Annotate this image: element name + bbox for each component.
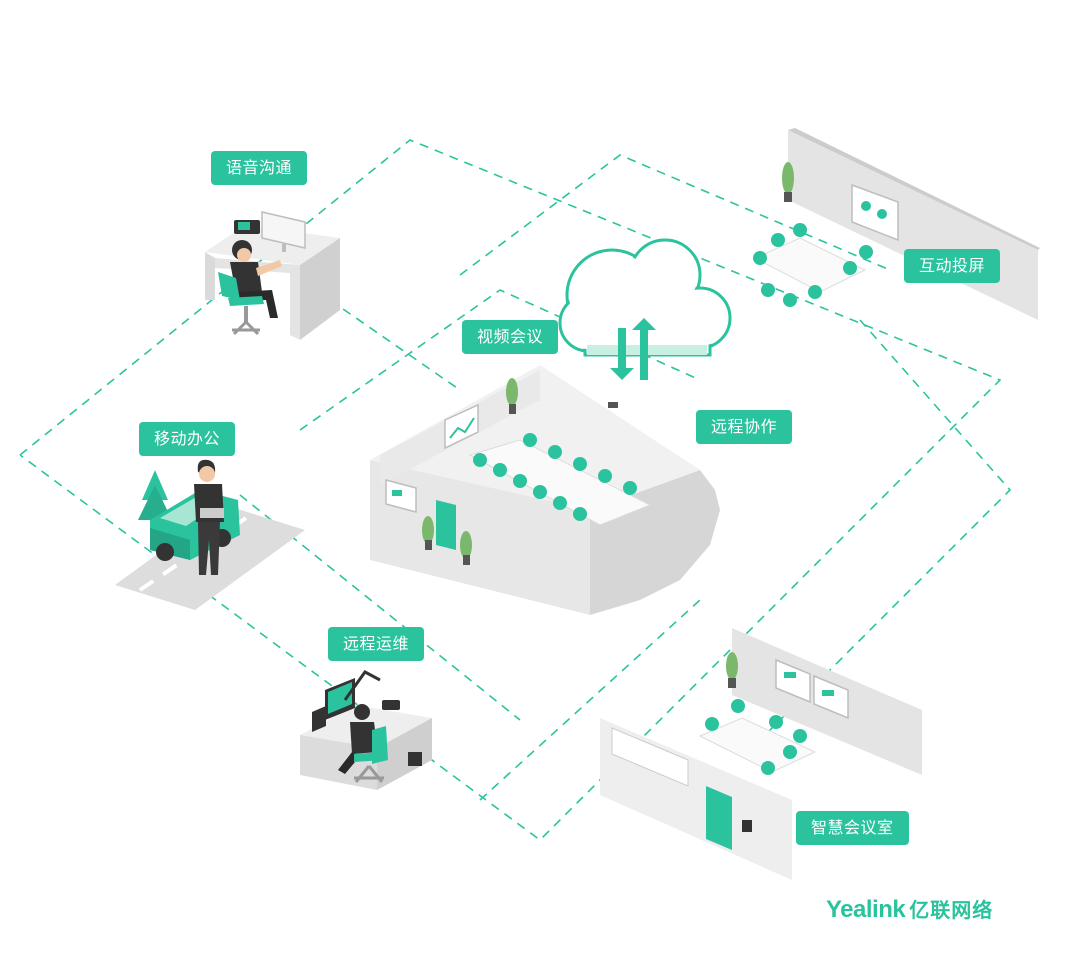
door-icon — [436, 500, 456, 550]
wall-monitor-icon — [385, 479, 417, 513]
office-chair-icon — [354, 726, 388, 783]
network-path-mobile — [239, 494, 521, 721]
mobile-office-scene — [115, 459, 305, 610]
plant-icon — [422, 378, 518, 565]
label-screen: 互动投屏 — [904, 249, 1001, 283]
meeting-attendees — [473, 433, 637, 521]
logo-text-en: Yealink — [826, 896, 906, 923]
monitor-icon — [325, 678, 355, 720]
voice-desk-scene — [205, 211, 340, 340]
interactive-screen-room — [753, 128, 1040, 320]
network-path-inner-top — [459, 154, 891, 276]
office-chair-icon — [218, 272, 264, 336]
cloud-group — [558, 238, 732, 380]
desk-phone-icon — [234, 220, 260, 234]
remote-ops-scene — [300, 670, 432, 790]
label-remote-ops: 远程运维 — [328, 627, 425, 661]
desk-phone-icon — [382, 700, 400, 710]
sync-arrows-icon — [610, 318, 656, 380]
plant-icon — [782, 162, 794, 202]
network-path-inner-right — [759, 319, 1012, 741]
presentation-screen-icon — [444, 403, 479, 450]
network-path-inner-bottom — [479, 599, 701, 801]
dual-display-icon — [775, 658, 849, 720]
plant-icon — [726, 652, 738, 688]
trash-bin-icon — [408, 752, 422, 766]
label-collab: 远程协作 — [696, 410, 793, 444]
projection-screen-icon — [851, 183, 899, 242]
label-mobile: 移动办公 — [139, 422, 236, 456]
monitor-icon — [312, 706, 326, 732]
person-with-tablet — [194, 459, 224, 575]
label-video: 视频会议 — [462, 320, 559, 354]
tablet-icon — [200, 508, 224, 518]
meeting-attendees — [705, 699, 807, 775]
meeting-attendees — [753, 223, 873, 307]
smart-meeting-room — [600, 628, 922, 880]
label-smart-room: 智慧会议室 — [796, 811, 909, 845]
camera-icon — [608, 402, 618, 408]
label-voice: 语音沟通 — [211, 151, 308, 185]
desk-lamp-icon — [343, 670, 381, 701]
door-icon — [706, 786, 732, 850]
video-conference-room — [370, 365, 720, 615]
monitor-icon — [261, 211, 306, 252]
network-path-voice — [329, 299, 461, 391]
logo-text-cn: 亿联网络 — [909, 900, 994, 922]
control-panel-icon — [742, 820, 752, 832]
